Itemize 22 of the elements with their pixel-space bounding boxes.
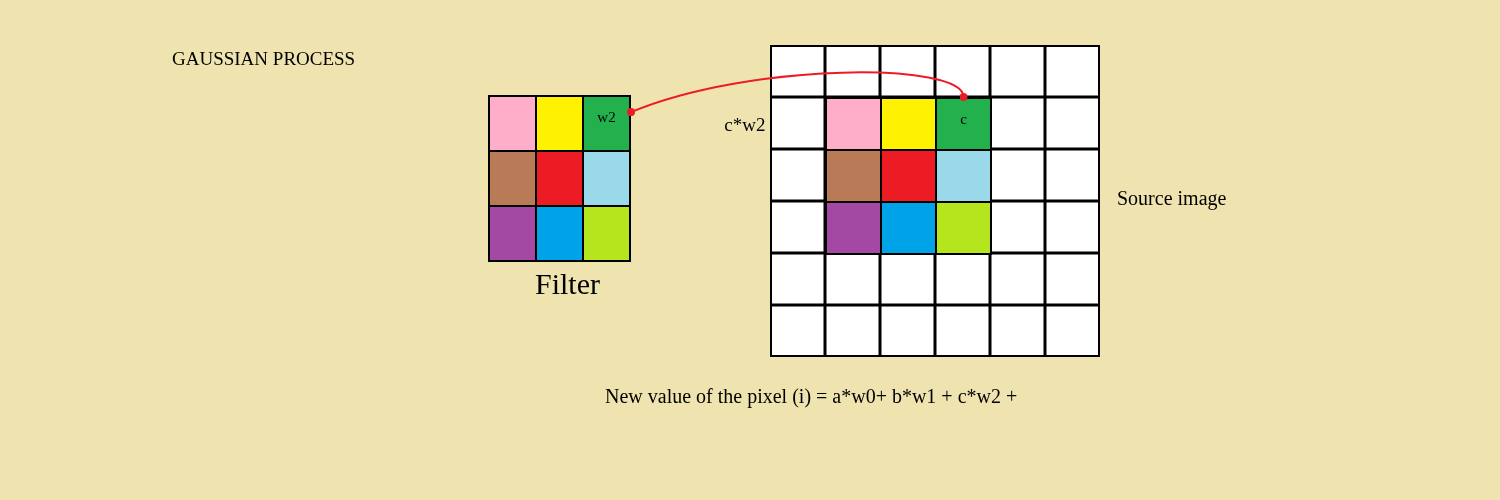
color-cell — [582, 150, 631, 207]
color-cell — [825, 97, 882, 151]
color-cell — [535, 150, 584, 207]
color-cell — [488, 205, 537, 262]
color-cell — [880, 201, 937, 255]
labeled-cell: c — [935, 97, 992, 151]
color-cell — [535, 205, 584, 262]
color-cell — [880, 149, 937, 203]
color-cell — [488, 95, 537, 152]
color-cell — [488, 150, 537, 207]
color-cell — [582, 205, 631, 262]
title: GAUSSIAN PROCESS — [172, 48, 356, 70]
color-cell — [935, 201, 992, 255]
color-cell — [825, 149, 882, 203]
grid-caption: Filter — [535, 267, 600, 301]
color-cell — [825, 201, 882, 255]
formula-text: New value of the pixel (i) = a*w0+ b*w1 + c*w2 + — [605, 385, 1018, 408]
color-cell — [935, 149, 992, 203]
color-cell — [535, 95, 584, 152]
color-cell — [880, 97, 937, 151]
grid-caption: Source image — [1117, 187, 1227, 210]
labeled-cell: w2 — [582, 95, 631, 152]
